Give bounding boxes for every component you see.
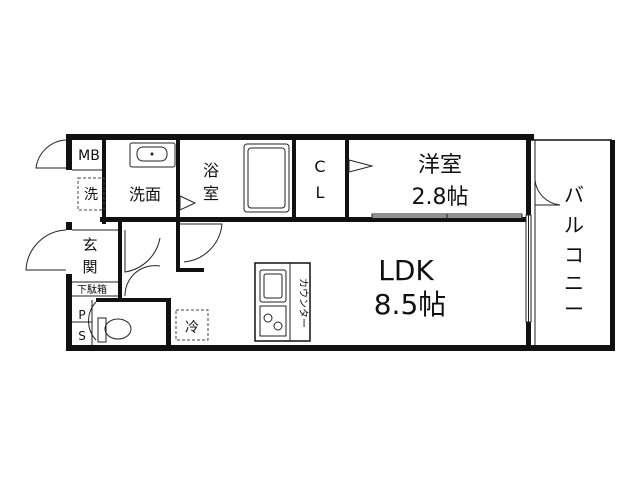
toilet (97, 317, 132, 343)
ldk-label: LDK (378, 254, 434, 287)
balcony-char-3: コ (564, 243, 584, 267)
room-labels: MB 洗 洗面 浴 室 C L 洋室 2.8帖 バ ル コ ニ ー 玄 関 下駄… (77, 148, 584, 343)
bathtub (243, 143, 290, 213)
balcony-sash (525, 214, 532, 323)
stove (259, 305, 287, 337)
washroom-label: 洗面 (129, 185, 161, 204)
washer-space (77, 177, 105, 211)
doors (25, 139, 561, 341)
entrance-label-2: 関 (82, 258, 97, 276)
counter-label: カウンター (297, 278, 309, 328)
bath-label-2: 室 (203, 184, 219, 203)
balcony-char-5: ー (564, 297, 584, 321)
shoe-box-label: 下駄箱 (77, 283, 107, 296)
sliding-door (371, 213, 523, 219)
fridge-space (175, 309, 209, 341)
kitchen-counter (254, 262, 311, 342)
bath-label-1: 浴 (203, 161, 219, 180)
western-room-label: 洋室 (418, 153, 462, 178)
balcony-char-2: ル (564, 213, 584, 237)
washer-label: 洗 (84, 187, 98, 203)
closet-label-1: C (314, 157, 325, 176)
ps-label-2: S (78, 329, 86, 343)
fridge-label: 冷 (185, 320, 199, 336)
western-size-label: 2.8帖 (412, 185, 469, 210)
ldk-size-label: 8.5帖 (374, 288, 447, 321)
washbasin (129, 142, 176, 168)
balcony-char-4: ニ (564, 271, 584, 295)
sink (259, 269, 287, 303)
fixtures (77, 142, 311, 343)
closet-label-2: L (316, 183, 325, 202)
entrance-label-1: 玄 (82, 236, 97, 254)
balcony-char-1: バ (564, 183, 584, 207)
mb-label: MB (78, 148, 100, 164)
ps-label-1: P (78, 308, 85, 322)
